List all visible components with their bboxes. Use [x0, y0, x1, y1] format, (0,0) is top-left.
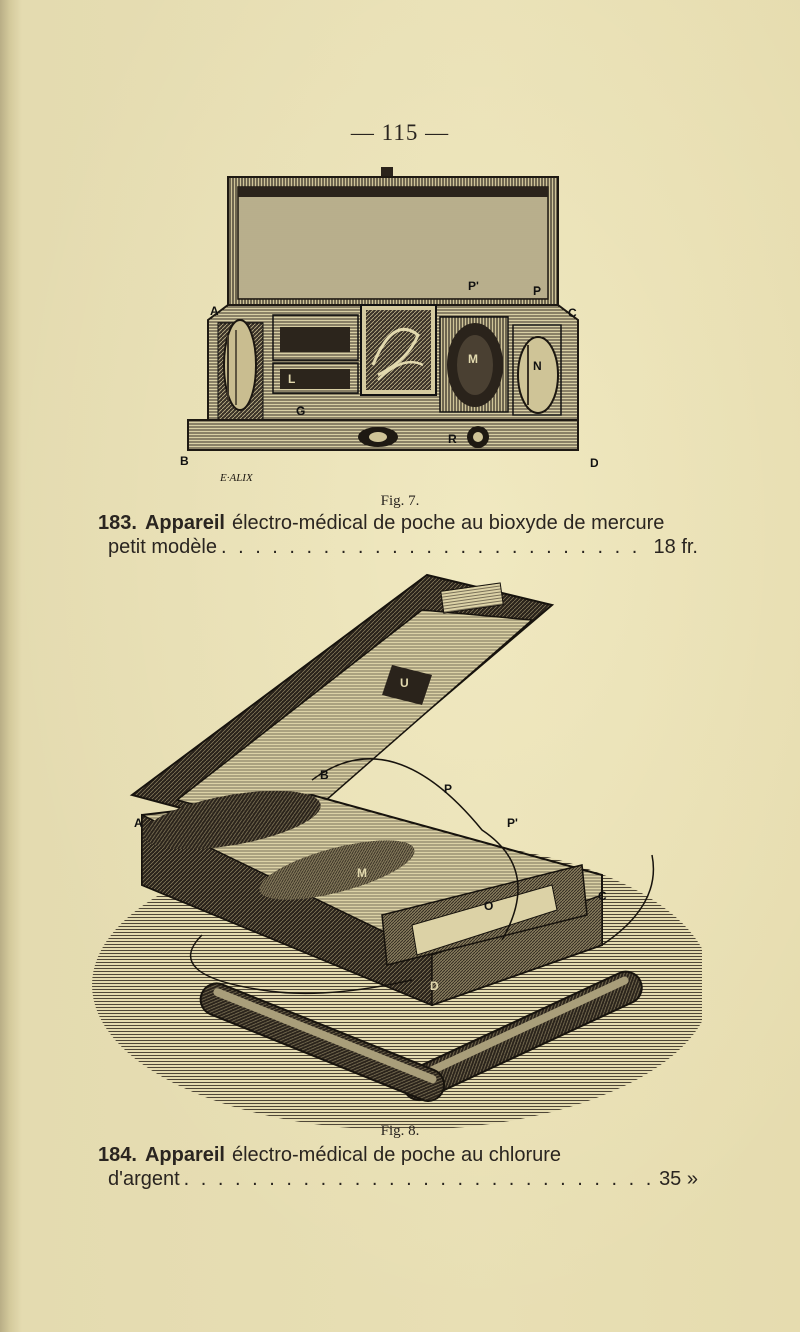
- fig7-label-d: D: [590, 456, 598, 470]
- fig7-label-a: A: [210, 304, 219, 318]
- figure-8-illustration: U B P P' A M O C D: [82, 565, 702, 1140]
- fig8-label-o: O: [484, 899, 493, 913]
- figure-8-caption: Fig. 8.: [380, 1123, 420, 1139]
- fig8-label-p-prime: P': [507, 816, 518, 830]
- fig8-label-c: C: [598, 889, 607, 903]
- engraver-signature: E·ALIX: [219, 472, 254, 484]
- entry-price: 18 fr.: [653, 536, 698, 558]
- fig7-label-g: G: [296, 404, 305, 418]
- entry-description: électro-médical de poche au bioxyde de m…: [231, 512, 665, 534]
- entry-183-line-1: 183. Appareil électro-médical de poche a…: [98, 511, 698, 535]
- figure-7-caption: Fig. 7.: [380, 493, 420, 509]
- entry-number: 184.: [98, 1144, 137, 1166]
- catalog-entry-183: 183. Appareil électro-médical de poche a…: [98, 511, 698, 559]
- figure-7-engraving: A B C D P P' L M N R G E·ALIX: [180, 167, 598, 484]
- fig8-label-p: P: [444, 782, 452, 796]
- fig7-label-l: L: [288, 372, 295, 386]
- fig7-label-r: R: [448, 432, 457, 446]
- entry-183-line-2: petit modèle . . . . . . . . . . . . . .…: [98, 535, 698, 559]
- entry-description-cont: petit modèle: [108, 536, 217, 558]
- fig7-label-p: P: [533, 284, 541, 298]
- fig7-label-p-prime: P': [468, 279, 479, 293]
- fig7-label-b: B: [180, 454, 189, 468]
- entry-184-line-2: d'argent . . . . . . . . . . . . . . . .…: [98, 1167, 698, 1191]
- entry-number: 183.: [98, 512, 137, 534]
- figure-8-engraving: U B P P' A M O C D: [92, 573, 702, 1130]
- entry-description: électro-médical de poche au chlorure: [231, 1144, 562, 1166]
- fig7-label-c: C: [568, 306, 577, 320]
- entry-description-cont: d'argent: [108, 1168, 180, 1190]
- dot-leader: . . . . . . . . . . . . . . . . . . . . …: [183, 1168, 651, 1190]
- fig7-label-m: M: [468, 352, 478, 366]
- fig7-label-n: N: [533, 359, 542, 373]
- entry-name: Appareil: [144, 1144, 225, 1166]
- entry-price: 35 »: [659, 1168, 698, 1190]
- entry-184-line-1: 184. Appareil électro-médical de poche a…: [98, 1143, 698, 1167]
- fig8-label-a: A: [134, 816, 143, 830]
- page-number: — 115 —: [350, 120, 450, 145]
- fig8-label-b: B: [320, 768, 329, 782]
- fig8-label-d: D: [430, 979, 439, 993]
- fig8-label-m: M: [357, 866, 367, 880]
- entry-name: Appareil: [144, 512, 225, 534]
- fig8-label-u: U: [400, 676, 409, 690]
- dot-leader: . . . . . . . . . . . . . . . . . . . . …: [220, 536, 646, 558]
- figure-7-illustration: A B C D P P' L M N R G E·ALIX: [178, 165, 598, 485]
- catalog-entry-184: 184. Appareil électro-médical de poche a…: [98, 1143, 698, 1191]
